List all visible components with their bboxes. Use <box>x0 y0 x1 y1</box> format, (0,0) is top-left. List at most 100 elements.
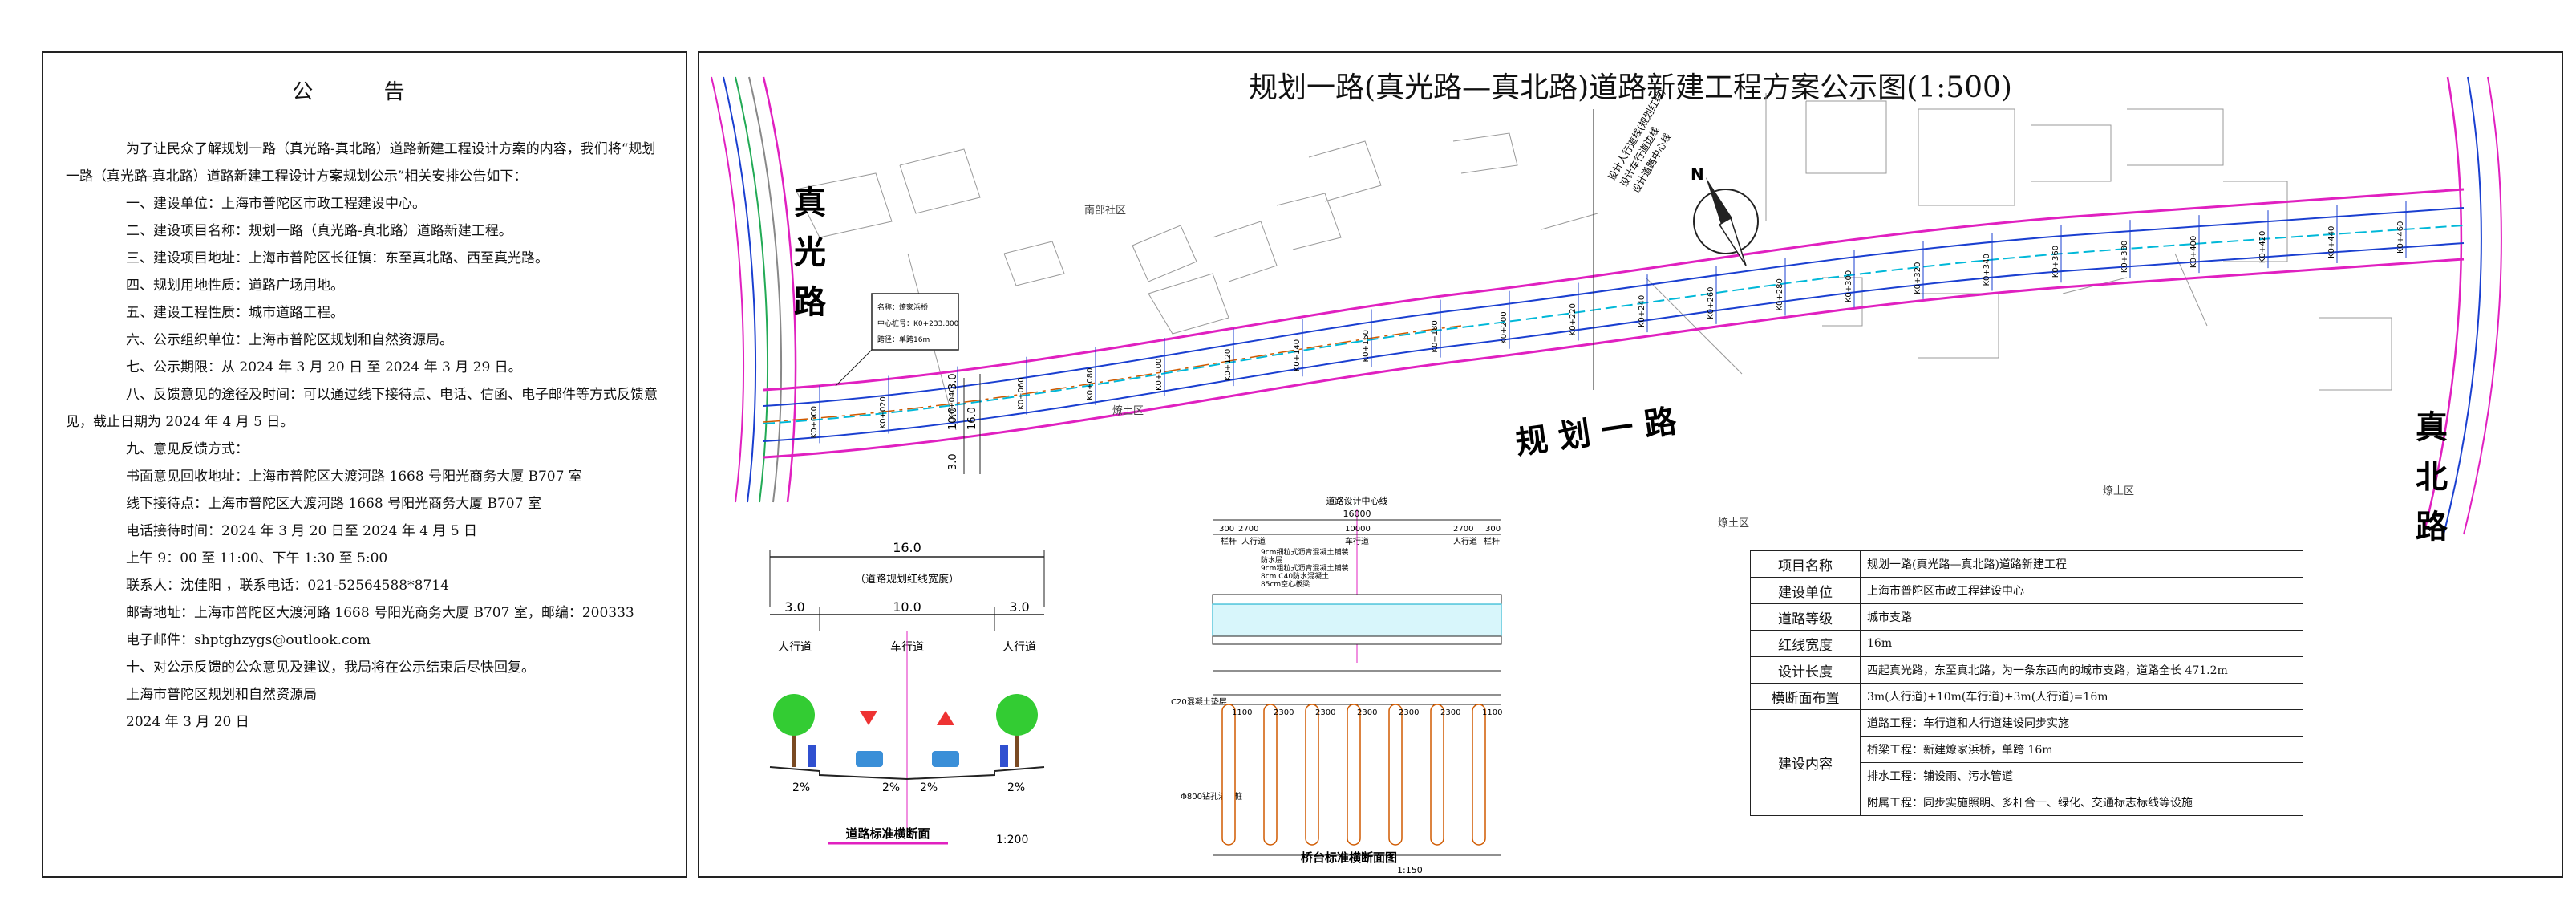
section-total-width: 16.0 <box>893 540 921 555</box>
station-label: K0+280 <box>1776 278 1784 310</box>
station-label: K0+260 <box>1707 286 1715 319</box>
bridge-layer: 9cm粗粒式沥青混凝土铺装 <box>1261 563 1348 573</box>
info-key: 项目名称 <box>1750 550 1861 578</box>
info-key: 道路等级 <box>1750 603 1861 631</box>
station-label: K0+380 <box>2120 241 2129 273</box>
district-label: 南部社区 <box>1084 204 1126 217</box>
station-label: K0+000 <box>810 406 819 438</box>
up-arrow-icon <box>937 711 954 725</box>
info-row: 设计长度西起真光路，东至真北路，为一条东西向的城市支路，道路全长 471.2m <box>1750 656 2303 684</box>
bridge-dim: 16000 <box>1343 509 1371 519</box>
notice-closing: 十、对公示反馈的公众意见及建议，我局将在公示结束后尽快回复。 <box>126 660 535 676</box>
project-info-table: 项目名称规划一路(真光路—真北路)道路新建工程建设单位上海市普陀区市政工程建设中… <box>1750 550 2303 816</box>
east-road-label: 真北路 <box>2416 409 2448 546</box>
main-road <box>763 188 2465 459</box>
pile-dim: 2300 <box>1315 708 1335 717</box>
station-label: K0+200 <box>1500 311 1509 343</box>
bridge-dim: 10000 <box>1345 525 1371 534</box>
sidewalk-width: 3.0 <box>1009 599 1029 615</box>
bridge-layer: 85cm空心板梁 <box>1261 579 1310 589</box>
notice-panel: 公 告 为了让民众了解规划一路（真光路-真北路）道路新建工程设计方案的内容，我们… <box>42 51 687 878</box>
feedback-line: 电子邮件：shptghzygs@outlook.com <box>126 632 371 648</box>
info-key: 红线宽度 <box>1750 630 1861 657</box>
station-label: K0+100 <box>1155 359 1164 391</box>
pile <box>1263 704 1278 846</box>
station-label: K0+400 <box>2189 236 2198 268</box>
station-label: K0+360 <box>2051 246 2060 278</box>
slope-label: 2% <box>1007 781 1025 794</box>
bridge-label: 车行道 <box>1345 536 1369 546</box>
west-road-label: 真光路 <box>794 185 827 321</box>
station-label: K0+300 <box>1845 270 1853 302</box>
station-label: K0+440 <box>2327 226 2336 258</box>
notice-item: 八、反馈意见的途径及时间：可以通过线下接待点、电话、信函、电子邮件等方式反馈意见… <box>66 387 658 430</box>
north-arrow-icon: N <box>1691 164 1759 266</box>
notice-item: 一、建设单位：上海市普陀区市政工程建设中心。 <box>126 196 426 212</box>
pedestrian-icon <box>808 745 816 767</box>
section-scale: 1:200 <box>996 834 1028 846</box>
bridge-layer: 8cm C40防水混凝土 <box>1261 571 1329 581</box>
feedback-line: 上午 9：00 至 11:00、下午 1:30 至 5:00 <box>126 550 388 566</box>
pile-dim: 1100 <box>1482 708 1502 717</box>
info-value: 上海市普陀区市政工程建设中心 <box>1860 577 2303 604</box>
pile-dim: 2300 <box>1440 708 1460 717</box>
bridge-label: 栏杆 <box>1221 536 1237 546</box>
info-value: 西起真光路，东至真北路，为一条东西向的城市支路，道路全长 471.2m <box>1860 656 2303 684</box>
slope-label: 2% <box>920 781 938 794</box>
pile-dim: 2300 <box>1357 708 1377 717</box>
north-label: N <box>1691 164 1704 184</box>
down-arrow-icon <box>860 711 877 725</box>
bridge-callout-line: 中心桩号：K0+233.800 <box>877 319 959 328</box>
bridge-dim: 2700 <box>1453 525 1473 534</box>
notice-item: 四、规划用地性质：道路广场用地。 <box>126 278 344 294</box>
district-label: 燎土区 <box>2103 485 2134 497</box>
bridge-centerline-label: 道路设计中心线 <box>1326 495 1388 506</box>
bridge-cap-label: C20混凝土垫层 <box>1171 696 1227 707</box>
bridge-label: 栏杆 <box>1484 536 1500 546</box>
sidewalk-width: 3.0 <box>784 599 804 615</box>
info-value: 16m <box>1860 630 2303 657</box>
drawing-panel: 规划一路(真光路—真北路)道路新建工程方案公示图(1:500) <box>698 51 2563 878</box>
pile-dim: 2300 <box>1274 708 1294 717</box>
legend-callout: 设计人行道线(规划红线) 设计车行道边线 设计道路中心线 <box>1593 87 1674 390</box>
station-label: K0+340 <box>1983 254 1991 286</box>
pedestrian-icon <box>1000 745 1008 767</box>
station-label: K0+160 <box>1362 330 1371 362</box>
construction-row: 附属工程：同步实施照明、多杆合一、绿化、交通标志标线等设施 <box>1751 789 2303 816</box>
width-mark-label: 10.0 <box>947 407 959 430</box>
pile <box>1347 704 1361 846</box>
pile-dim: 2300 <box>1399 708 1419 717</box>
section-title: 道路标准横断面 <box>845 826 930 841</box>
notice-item: 三、建设项目地址：上海市普陀区长征镇：东至真北路、西至真光路。 <box>126 250 549 266</box>
east-road-lines <box>2422 76 2502 535</box>
tree-icon <box>773 694 815 767</box>
bridge-label: 人行道 <box>1241 536 1266 546</box>
station-label: K0+080 <box>1086 368 1095 400</box>
info-key: 设计长度 <box>1750 656 1861 684</box>
feedback-line: 邮寄地址：上海市普陀区大渡河路 1668 号阳光商务大厦 B707 室，邮编：2… <box>126 605 634 621</box>
station-label: K0+220 <box>1569 303 1578 335</box>
info-value: 城市支路 <box>1860 603 2303 631</box>
construction-item: 排水工程：铺设雨、污水管道 <box>1860 762 2303 789</box>
district-label: 燎土区 <box>1112 404 1144 417</box>
notice-date: 2024 年 3 月 20 日 <box>126 714 249 730</box>
construction-item: 附属工程：同步实施照明、多杆合一、绿化、交通标志标线等设施 <box>1860 789 2303 816</box>
bridge-title: 桥台标准横断面图 <box>1301 850 1397 865</box>
bridge-scale: 1:150 <box>1397 865 1423 875</box>
width-mark-label: 3.0 <box>947 453 959 470</box>
bridge-dim: 300 <box>1485 525 1501 534</box>
slope-label: 2% <box>792 781 810 794</box>
station-label: K0+040 <box>948 387 957 419</box>
bridge-callout-line: 名称：燎家浜桥 <box>877 302 928 312</box>
bridge-dim: 2700 <box>1238 525 1258 534</box>
feedback-line: 电话接待时间：2024 年 3 月 20 日至 2024 年 4 月 5 日 <box>126 523 478 539</box>
pile <box>1221 704 1236 846</box>
carriageway-width: 10.0 <box>893 599 921 615</box>
construction-row: 桥梁工程：新建燎家浜桥，单跨 16m <box>1751 736 2303 763</box>
bridge-callout: 名称：燎家浜桥 中心桩号：K0+233.800 跨径：单跨16m <box>835 293 959 387</box>
feedback-line: 书面意见回收地址：上海市普陀区大渡河路 1668 号阳光商务大厦 B707 室 <box>126 469 582 485</box>
road-cross-section: 16.0 （道路规划红线宽度） 3.0 10.0 3.0 人行道 车行道 人行道 <box>769 540 1045 846</box>
construction-key: 建设内容 <box>1750 709 1861 816</box>
